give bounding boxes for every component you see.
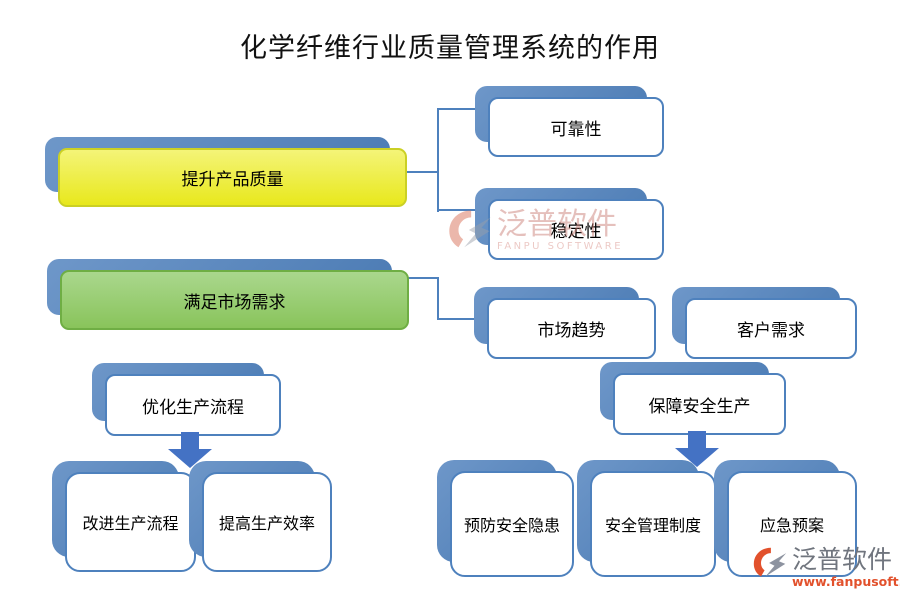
watermark-brand-text: 泛普软件: [497, 207, 617, 242]
node-customer-need: 客户需求: [672, 287, 857, 359]
node-improve-production-process: 改进生产流程: [52, 461, 196, 572]
watermark-center: 泛普软件 FANPU SOFTWARE: [447, 209, 623, 252]
node-emergency-plan: 应急预案: [714, 460, 857, 577]
node-prevent-safety-hazard: 预防安全隐患: [437, 460, 574, 577]
node-safety-management-system: 安全管理制度: [577, 460, 716, 577]
node-label: 提升产品质量: [181, 170, 284, 190]
watermark-corner: 泛普软件 www.fanpusoft.com: [752, 546, 900, 589]
node-label: 可靠性: [550, 119, 602, 140]
node-stability: 稳定性: [475, 188, 664, 260]
connector-line: [437, 277, 439, 320]
node-label: 提高生产效率: [218, 514, 315, 533]
node-label: 市场趋势: [537, 321, 606, 341]
node-label: 稳定性: [550, 222, 602, 242]
node-label: 客户需求: [737, 321, 805, 341]
watermark-brand-text: 泛普软件: [792, 545, 893, 574]
connector-line: [403, 171, 439, 173]
node-meet-market-demand: 满足市场需求: [47, 259, 409, 330]
node-label: 优化生产流程: [142, 397, 244, 418]
node-label: 预防安全隐患: [463, 516, 560, 535]
node-label: 满足市场需求: [183, 292, 286, 313]
fanpu-logo-icon: [753, 547, 787, 577]
connector-line: [437, 108, 439, 212]
connector-line: [405, 277, 438, 279]
node-label: 安全管理制度: [604, 516, 701, 535]
node-ensure-safe-production: 保障安全生产: [600, 362, 786, 435]
watermark-caption-text: FANPU SOFTWARE: [497, 241, 624, 252]
watermark-url-text: www.fanpusoft.com: [792, 574, 900, 589]
down-arrow-icon: [168, 432, 212, 468]
connector-line: [439, 209, 476, 211]
node-improve-product-quality: 提升产品质量: [45, 137, 407, 207]
node-label: 保障安全生产: [648, 396, 751, 417]
fanpu-logo-icon: [449, 210, 491, 248]
node-market-trend: 市场趋势: [474, 287, 656, 359]
node-improve-production-efficiency: 提高生产效率: [189, 461, 332, 572]
node-label: 应急预案: [759, 516, 824, 535]
node-label: 改进生产流程: [82, 514, 179, 533]
node-optimize-production-process: 优化生产流程: [92, 363, 281, 436]
connector-line: [439, 318, 476, 320]
down-arrow-icon: [675, 431, 719, 467]
connector-line: [439, 108, 476, 110]
node-reliability: 可靠性: [475, 86, 664, 157]
diagram-title: 化学纤维行业质量管理系统的作用: [240, 33, 660, 64]
